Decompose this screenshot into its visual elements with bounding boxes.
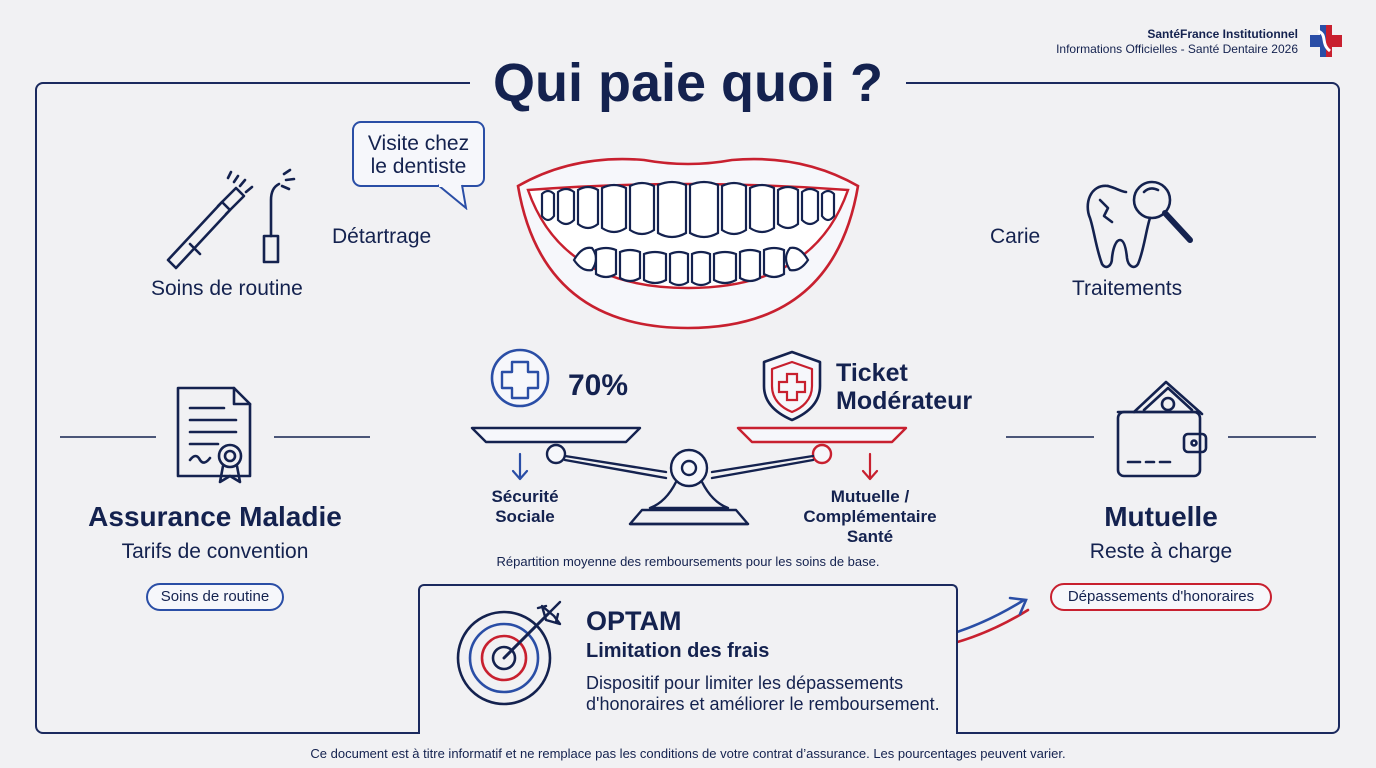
right-panel-pill: Dépassements d'honoraires bbox=[1050, 583, 1272, 611]
optam-title: OPTAM bbox=[586, 606, 682, 636]
brand-cross-icon bbox=[1310, 25, 1342, 57]
tooth-magnifier-icon bbox=[1086, 180, 1193, 269]
toothbrush-icon bbox=[166, 168, 296, 270]
footer-disclaimer: Ce document est à titre informatif et ne… bbox=[310, 746, 1066, 761]
traitements-label: Traitements bbox=[1072, 277, 1183, 300]
optam-description: Dispositif pour limiter les dépassements… bbox=[586, 673, 940, 714]
smile-teeth-icon bbox=[516, 157, 860, 330]
mutuelle-complementaire-label: Mutuelle / Complémentaire Santé bbox=[803, 487, 937, 546]
bubble-tail-icon bbox=[437, 184, 468, 210]
securite-sociale-label: Sécurité Sociale bbox=[491, 487, 559, 526]
detartrage-label: Détartrage bbox=[332, 225, 432, 248]
ticket-moderateur-title: Ticket Modérateur bbox=[836, 359, 973, 415]
optam-box bbox=[418, 584, 958, 734]
shield-cross-icon bbox=[762, 350, 822, 422]
left-panel-pill: Soins de routine bbox=[146, 583, 284, 611]
left-percent: 70% bbox=[568, 369, 629, 402]
speech-bubble: Visite chez le dentiste bbox=[352, 121, 485, 187]
brand-name: SantéFrance Institutionnel bbox=[1147, 27, 1298, 41]
page-title: Qui paie quoi ? bbox=[493, 53, 883, 113]
right-panel-title: Mutuelle bbox=[1104, 501, 1218, 532]
document-seal-icon bbox=[60, 386, 370, 484]
wallet-icon bbox=[1006, 380, 1316, 478]
target-arrow-icon bbox=[456, 600, 562, 706]
balance-scale-icon bbox=[470, 348, 908, 526]
brand-subtitle: Informations Officielles - Santé Dentair… bbox=[1056, 42, 1298, 56]
right-panel-subtitle: Reste à charge bbox=[1089, 540, 1233, 563]
optam-subtitle: Limitation des frais bbox=[586, 640, 770, 662]
balance-caption: Répartition moyenne des remboursements p… bbox=[496, 554, 880, 569]
routine-label: Soins de routine bbox=[151, 277, 303, 300]
left-panel-subtitle: Tarifs de convention bbox=[121, 540, 309, 563]
left-panel-title: Assurance Maladie bbox=[88, 501, 342, 532]
carie-label: Carie bbox=[990, 225, 1041, 248]
